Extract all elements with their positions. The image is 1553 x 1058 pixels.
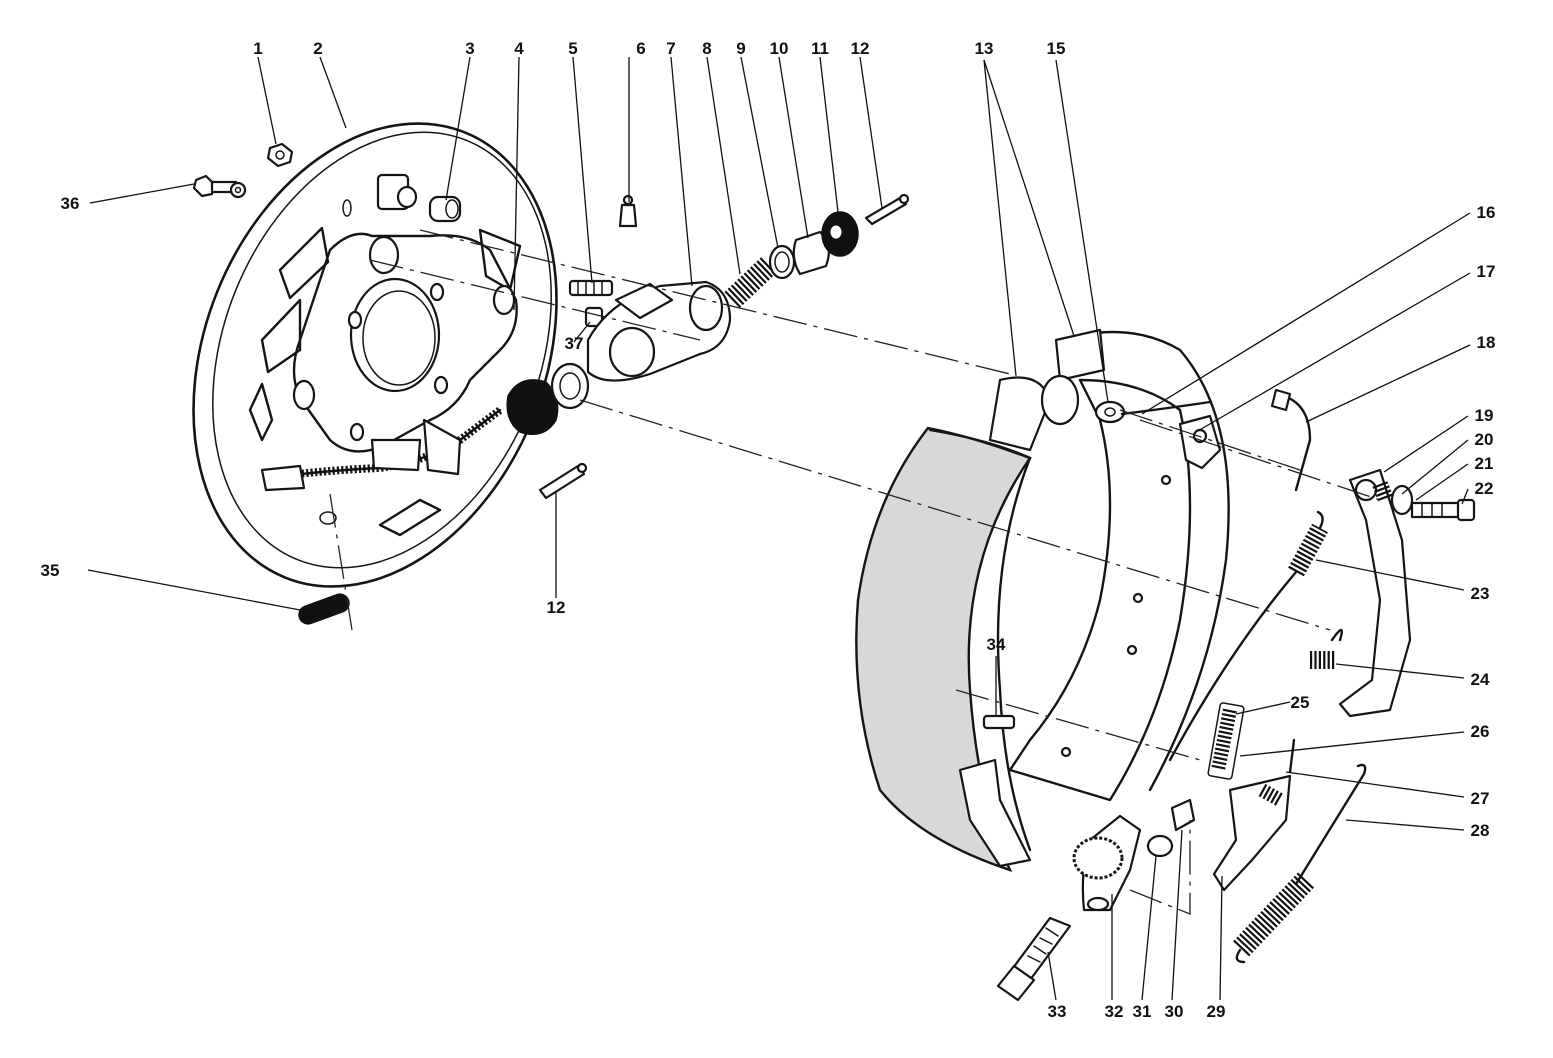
- spring-part-23: [1288, 523, 1328, 577]
- callout-16: 16: [1477, 203, 1496, 222]
- callout-20: 20: [1475, 430, 1494, 449]
- brake-shoes: [855, 328, 1230, 873]
- callout-22: 22: [1475, 479, 1494, 498]
- callout-4: 4: [514, 39, 524, 58]
- callout-9: 9: [736, 39, 745, 58]
- callout-12-lower: 12: [547, 598, 566, 617]
- lever-part-29: [1212, 774, 1292, 892]
- spring-part-25: [1211, 708, 1237, 772]
- callout-leader-lines: [87, 56, 1471, 1001]
- part-callouts: 1 2 3 4 5 6 7 8 9 10 11 12 12 13 15 16 1…: [41, 39, 1496, 1021]
- nut-part-1: [266, 142, 294, 168]
- callout-28: 28: [1471, 821, 1490, 840]
- callout-26: 26: [1471, 722, 1490, 741]
- assembly-center-lines: [329, 229, 1381, 915]
- backing-plate: [192, 122, 558, 588]
- callout-32: 32: [1105, 1002, 1124, 1021]
- callout-15: 15: [1047, 39, 1066, 58]
- callout-10: 10: [770, 39, 789, 58]
- callout-13: 13: [975, 39, 994, 58]
- callout-31: 31: [1133, 1002, 1152, 1021]
- callout-34: 34: [987, 635, 1006, 654]
- callout-25: 25: [1291, 693, 1310, 712]
- adjuster-lever-assembly: [1338, 468, 1476, 718]
- callout-18: 18: [1477, 333, 1496, 352]
- callout-11: 11: [811, 39, 829, 58]
- spring-part-28: [1294, 763, 1367, 886]
- callout-7: 7: [666, 39, 675, 58]
- callout-36: 36: [61, 194, 80, 213]
- callout-3: 3: [465, 39, 474, 58]
- callout-24: 24: [1471, 670, 1490, 689]
- callout-33: 33: [1048, 1002, 1067, 1021]
- callout-6: 6: [636, 39, 645, 58]
- callout-12-upper: 12: [851, 39, 870, 58]
- callout-8: 8: [702, 39, 711, 58]
- callout-2: 2: [313, 39, 322, 58]
- dust-boot: [506, 379, 559, 435]
- callout-1: 1: [253, 39, 262, 58]
- callout-35: 35: [41, 561, 60, 580]
- callout-27: 27: [1471, 789, 1490, 808]
- callout-17: 17: [1477, 262, 1496, 281]
- brake-lining: [855, 426, 1032, 873]
- callout-29: 29: [1207, 1002, 1226, 1021]
- plug-part-35: [298, 593, 350, 625]
- wheel-cylinder-assembly: [428, 193, 910, 500]
- callout-5: 5: [568, 39, 577, 58]
- adjuster-screw-assembly: [982, 714, 1196, 1002]
- callout-21: 21: [1475, 454, 1494, 473]
- callout-23: 23: [1471, 584, 1490, 603]
- callout-19: 19: [1475, 406, 1494, 425]
- callout-37: 37: [565, 334, 584, 353]
- bolt-part-36: [192, 174, 247, 199]
- callout-30: 30: [1165, 1002, 1184, 1021]
